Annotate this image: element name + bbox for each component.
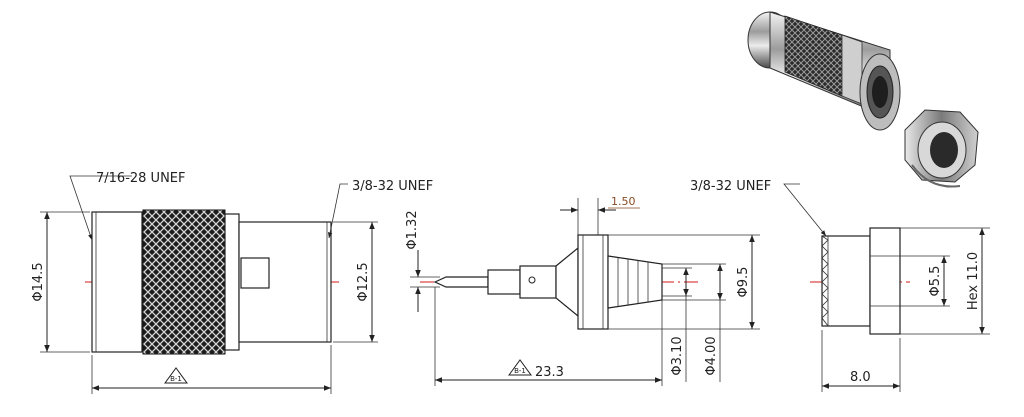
pin-length-ref-label: B-1	[514, 367, 526, 375]
pin-dia-tip-label: Φ1.32	[405, 210, 420, 249]
plug-thread-left-label: 7/16-28 UNEF	[96, 171, 186, 186]
nut-thread-label: 3/8-32 UNEF	[690, 179, 771, 194]
pin-flange-width-label: 1.50	[611, 195, 636, 208]
nut-3d-render	[904, 109, 979, 188]
plug-side-view	[85, 209, 340, 355]
pin-dia-barb-label: Φ4.00	[704, 336, 719, 375]
plug-thread-right-label: 3/8-32 UNEF	[352, 179, 433, 194]
pin-dimensions: Φ1.32 1.50 Φ9.5 Φ3.10 Φ4.00 B-1 23.3	[405, 195, 760, 386]
nut-hex-label: Hex 11.0	[966, 252, 981, 310]
plug-dia-outer-label: Φ14.5	[31, 262, 46, 301]
pin-dia-flange-label: Φ9.5	[736, 267, 751, 298]
pin-side-view	[420, 234, 700, 330]
pin-dia-inner-label: Φ3.10	[670, 336, 685, 375]
plug-dia-body-label: Φ12.5	[356, 262, 371, 301]
plug-3d-render	[747, 11, 901, 131]
nut-length-label: 8.0	[850, 370, 871, 385]
plug-dimensions: Φ14.5 Φ12.5 B-1 7/16-28 UNEF 3/8-32 UNEF	[31, 171, 433, 394]
nut-dimensions: 3/8-32 UNEF Φ5.5 Hex 11.0 8.0	[690, 179, 990, 392]
pin-length-label: 23.3	[535, 365, 564, 380]
nut-side-view	[810, 227, 910, 335]
plug-length-ref-label: B-1	[170, 375, 182, 383]
nut-dia-bore-label: Φ5.5	[928, 266, 943, 297]
